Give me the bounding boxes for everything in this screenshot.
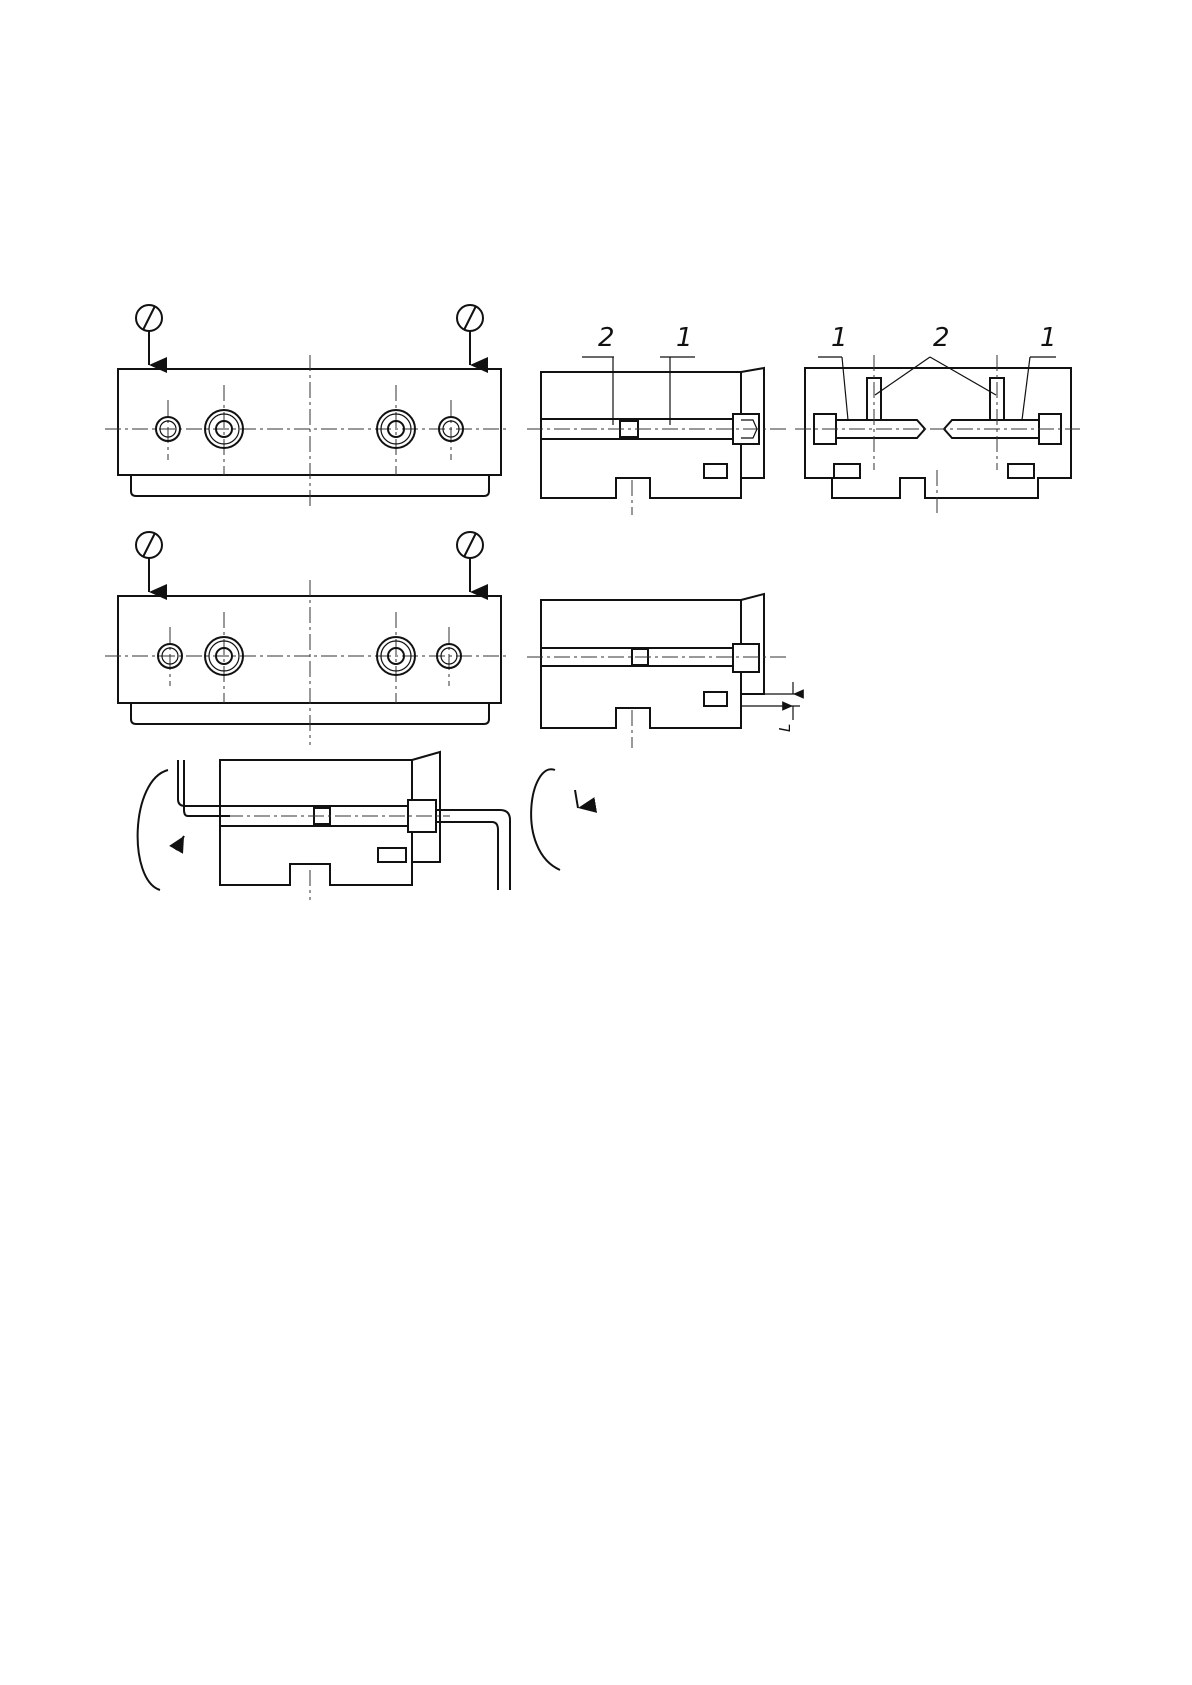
dial-indicator-icon: [457, 532, 483, 592]
dial-indicator-icon: [457, 305, 483, 365]
section-view-top-right: 1 2 1: [795, 323, 1080, 515]
section-view-bottom-with-keys: [138, 752, 578, 900]
label-1: 1: [831, 323, 848, 353]
dimension-label-l: L: [776, 724, 794, 732]
label-1: 1: [676, 323, 693, 353]
front-view-bottom: [105, 532, 510, 745]
front-view-top: [105, 305, 510, 510]
dial-indicator-icon: [136, 532, 162, 592]
label-2: 2: [598, 323, 615, 353]
section-view-top-middle: 2 1: [527, 323, 790, 515]
rotation-arrow-icon: [531, 769, 578, 870]
section-view-middle: L: [527, 594, 800, 748]
label-2: 2: [933, 323, 950, 353]
label-1: 1: [1040, 323, 1057, 353]
dial-indicator-icon: [136, 305, 162, 365]
